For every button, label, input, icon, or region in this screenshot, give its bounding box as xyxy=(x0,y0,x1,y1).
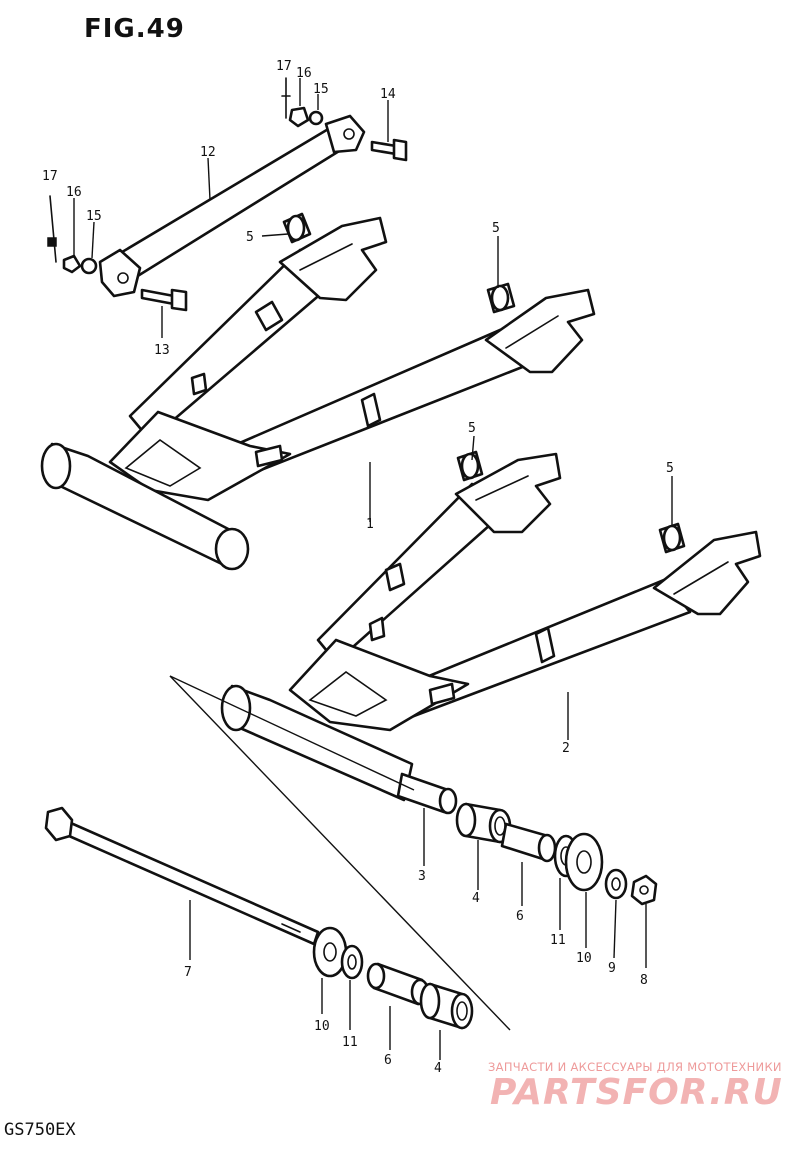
grouping-line-top xyxy=(169,675,415,791)
label-3: 3 xyxy=(418,869,426,884)
nut-part-8 xyxy=(630,874,658,906)
label-7: 7 xyxy=(184,965,192,980)
label-9: 9 xyxy=(608,961,616,976)
label-16-left: 16 xyxy=(66,185,82,200)
torque-link-part-12 xyxy=(98,114,366,298)
label-6-a: 6 xyxy=(516,909,524,924)
label-15-left: 15 xyxy=(86,209,102,224)
bolt-part-14 xyxy=(370,138,408,162)
bushing-part-5-lower-left xyxy=(456,450,484,482)
bushing-part-5-upper-left xyxy=(282,212,312,244)
leader-lines xyxy=(73,78,673,1060)
label-8: 8 xyxy=(640,973,648,988)
needle-bearing-part-4-left xyxy=(419,982,474,1030)
nut-washer-pin-top xyxy=(281,77,324,128)
label-2: 2 xyxy=(562,741,570,756)
swingarm-part-2 xyxy=(220,452,762,802)
bushing-part-5-upper-right xyxy=(486,282,516,314)
figure-title: FIG.49 xyxy=(84,14,185,44)
seal-part-11-left xyxy=(340,944,364,980)
label-6-b: 6 xyxy=(384,1053,392,1068)
label-5-a: 5 xyxy=(246,230,254,245)
sleeve-part-6-left xyxy=(366,962,430,1006)
label-15-top: 15 xyxy=(313,82,329,97)
model-code: GS750EX xyxy=(4,1120,76,1140)
label-10-a: 10 xyxy=(576,951,592,966)
label-5-b: 5 xyxy=(492,221,500,236)
spacer-part-3 xyxy=(396,772,458,815)
nut-washer-pin-left xyxy=(47,195,98,275)
grouping-line-bottom xyxy=(169,675,511,1031)
label-5-c: 5 xyxy=(468,421,476,436)
swingarm-assembly-part-1 xyxy=(40,216,596,571)
label-12: 12 xyxy=(200,145,216,160)
label-11-b: 11 xyxy=(342,1035,358,1050)
label-10-b: 10 xyxy=(314,1019,330,1034)
label-17-top: 17 xyxy=(276,59,292,74)
label-17-left: 17 xyxy=(42,169,58,184)
label-5-d: 5 xyxy=(666,461,674,476)
thrust-washer-part-10-left xyxy=(312,926,348,978)
thrust-washer-part-10-right xyxy=(564,832,604,892)
needle-bearing-part-4-right xyxy=(455,802,512,844)
bolt-part-13 xyxy=(140,288,188,312)
sleeve-part-6-right xyxy=(500,822,557,863)
watermark-tagline: ЗАПЧАСТИ И АКСЕССУАРЫ ДЛЯ МОТОТЕХНИКИ xyxy=(488,1060,782,1074)
label-16-top: 16 xyxy=(296,66,312,81)
label-4-a: 4 xyxy=(472,891,480,906)
label-1: 1 xyxy=(366,517,374,532)
watermark-brand: PARTSFOR.RU xyxy=(490,1072,783,1113)
label-14: 14 xyxy=(380,87,396,102)
label-13: 13 xyxy=(154,343,170,358)
label-11-a: 11 xyxy=(550,933,566,948)
label-4-b: 4 xyxy=(434,1061,442,1076)
bushing-part-5-lower-right xyxy=(658,522,686,554)
pivot-shaft-part-7 xyxy=(44,806,320,946)
washer-part-9 xyxy=(604,868,628,900)
